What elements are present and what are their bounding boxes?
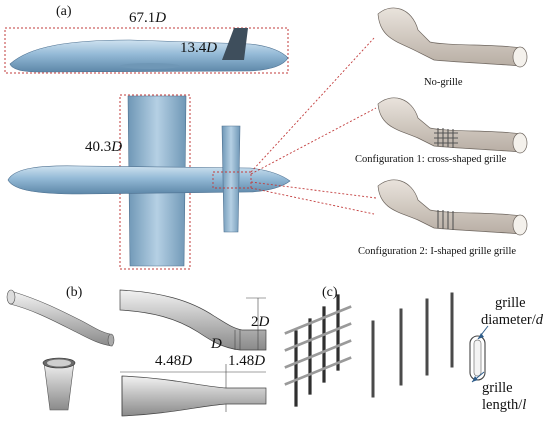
duct-front-view xyxy=(42,357,76,411)
straight-length-dimension: 1.48D xyxy=(228,353,266,369)
grille-diameter-label: grille diameter/d xyxy=(481,295,544,328)
grille-bar-cross-section xyxy=(469,325,489,383)
inlet-highlight-box xyxy=(212,171,252,189)
tail-plane xyxy=(221,125,241,233)
aircraft-top-view xyxy=(7,94,291,270)
panel-label-a: (a) xyxy=(56,4,72,19)
height-dimension: 13.4D xyxy=(180,40,218,56)
i-grille-3d xyxy=(371,292,454,398)
fuselage-top xyxy=(7,165,291,195)
duct-diameter-label: D xyxy=(211,336,222,352)
caption-config1: Configuration 1: cross-shaped grille xyxy=(355,154,507,165)
grille-length-label: grille length/l xyxy=(482,380,527,413)
leader-lines xyxy=(250,37,377,215)
fuselage-side xyxy=(9,39,289,73)
duct-height-dimension: 2D xyxy=(251,314,270,330)
caption-no-grille: No-grille xyxy=(424,77,463,88)
duct-no-grille xyxy=(377,7,528,68)
caption-config2: Configuration 2: I-shaped grille grille xyxy=(358,246,517,257)
cross-grille-3d xyxy=(284,294,352,407)
duct-side-profile xyxy=(119,289,267,351)
cross-grille-bars xyxy=(434,128,458,148)
diffuser-length-dimension: 4.48D xyxy=(155,353,193,369)
duct-i-grille xyxy=(377,179,528,236)
aircraft-side-view xyxy=(4,27,289,74)
duct-3d-view xyxy=(6,289,115,347)
span-dimension: 40.3D xyxy=(85,139,123,155)
duct-cross-grille xyxy=(377,97,528,154)
panel-label-c: (c) xyxy=(322,285,338,300)
panel-label-b: (b) xyxy=(66,285,83,300)
i-grille-bars xyxy=(437,210,454,230)
length-dimension: 67.1D xyxy=(129,10,167,26)
tail-fin xyxy=(222,28,248,60)
length-dim-box xyxy=(4,27,289,74)
duct-bottom-profile xyxy=(120,364,267,417)
wing-side xyxy=(120,63,180,69)
